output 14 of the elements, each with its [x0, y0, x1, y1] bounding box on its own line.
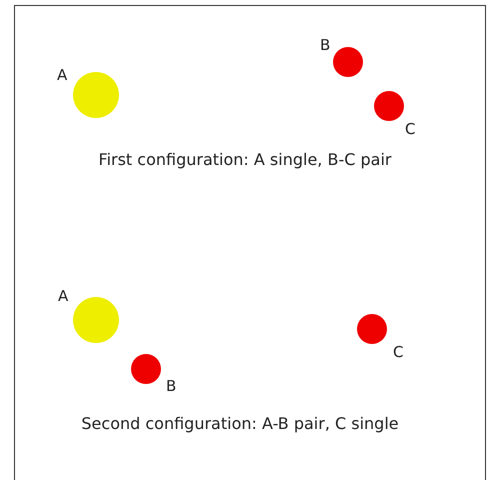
- circle-marker: [357, 314, 387, 344]
- circle-marker: [333, 47, 363, 77]
- configuration-caption: Second configuration: A-B pair, C single: [81, 414, 399, 434]
- point-label: A: [57, 66, 68, 84]
- configuration-caption: First configuration: A single, B-C pair: [98, 150, 392, 170]
- point-label: B: [166, 377, 176, 395]
- point-label: C: [393, 343, 404, 361]
- point-label: A: [58, 287, 68, 305]
- circle-marker: [73, 297, 119, 343]
- circle-marker: [374, 91, 404, 121]
- point-label: C: [405, 120, 416, 138]
- circle-marker: [131, 354, 161, 384]
- circle-marker: [73, 72, 119, 118]
- point-label: B: [320, 36, 330, 54]
